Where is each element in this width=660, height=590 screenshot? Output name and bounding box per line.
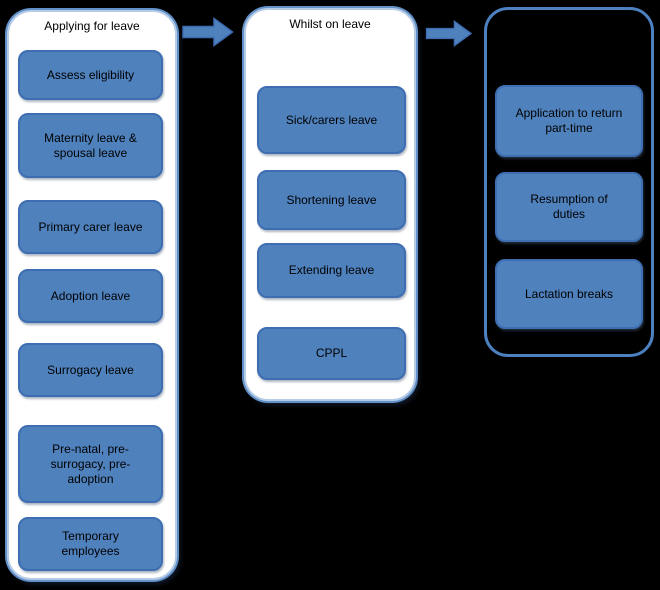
node-temporary-employees: Temporary employees: [18, 517, 163, 571]
node-assess-eligibility: Assess eligibility: [18, 50, 163, 100]
node-extending-leave: Extending leave: [257, 243, 406, 298]
stage-panel-returning: Application to return part-time Resumpti…: [484, 7, 654, 357]
stage-title: Whilst on leave: [289, 17, 371, 31]
node-application-to-return-part-time: Application to return part-time: [495, 85, 643, 157]
flow-right-arrow-icon: [182, 17, 234, 47]
node-resumption-of-duties: Resumption of duties: [495, 172, 643, 242]
flow-right-arrow-icon: [425, 20, 473, 47]
node-lactation-breaks: Lactation breaks: [495, 259, 643, 329]
node-maternity-spousal-leave: Maternity leave & spousal leave: [18, 113, 163, 178]
node-sick-carers-leave: Sick/carers leave: [257, 86, 406, 154]
node-primary-carer-leave: Primary carer leave: [18, 200, 163, 254]
stage-panel-whilst-on-leave: Whilst on leave Sick/carers leave Shorte…: [244, 8, 416, 401]
stage-title: Applying for leave: [44, 19, 140, 33]
node-shortening-leave: Shortening leave: [257, 170, 406, 230]
node-adoption-leave: Adoption leave: [18, 269, 163, 323]
node-surrogacy-leave: Surrogacy leave: [18, 343, 163, 397]
stage-panel-applying-for-leave: Applying for leave Assess eligibility Ma…: [7, 10, 177, 580]
node-cppl: CPPL: [257, 327, 406, 380]
node-pre-natal-pre-surrogacy-pre-adoption: Pre-natal, pre- surrogacy, pre- adoption: [18, 425, 163, 503]
